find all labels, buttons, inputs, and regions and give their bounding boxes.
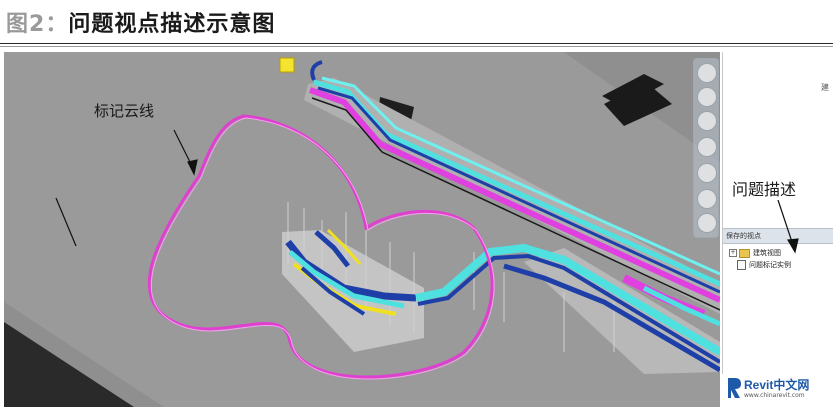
settings-icon[interactable] — [697, 213, 717, 233]
zoom-icon[interactable] — [697, 111, 717, 131]
ground-plate — [4, 52, 720, 407]
figure-title: 图2：问题视点描述示意图 — [6, 6, 275, 38]
lower-dark-slab — [4, 322, 134, 407]
steering-wheel-icon[interactable] — [697, 63, 717, 83]
walk-icon[interactable] — [697, 189, 717, 209]
revit-logo: Revit中文网 www.chinarevit.com — [722, 374, 833, 407]
look-icon[interactable] — [697, 163, 717, 183]
blue-elbow — [310, 60, 323, 81]
expand-icon[interactable]: + — [729, 249, 737, 257]
saved-views-header-bar: 保存的视点 — [723, 228, 833, 244]
folder-icon — [739, 248, 750, 258]
panel-header-fragment: 建 — [821, 83, 829, 92]
mid-pipe-connector — [415, 243, 720, 373]
orbit-icon[interactable] — [697, 137, 717, 157]
logo-name: Revit中文网 — [744, 378, 810, 392]
pan-hand-icon[interactable] — [697, 87, 717, 107]
tree-item-label: 建筑视图 — [753, 249, 781, 257]
tree-item-issue-markup[interactable]: 问题标记实例 — [729, 260, 791, 270]
saved-views-header: 保存的视点 — [726, 232, 761, 240]
navigation-bar — [693, 58, 719, 238]
figure-label: 图2 — [6, 12, 46, 37]
upper-pipe-rack — [304, 76, 720, 314]
figure-title-text: 问题视点描述示意图 — [68, 12, 276, 37]
yellow-fitting — [279, 57, 295, 73]
tree-item-label: 问题标记实例 — [749, 261, 791, 269]
header-rule-thin — [0, 46, 833, 47]
cloud-annotation-arrow — [173, 129, 198, 176]
header-rule — [0, 43, 833, 44]
model-scene — [4, 52, 720, 407]
revit-r-icon — [728, 378, 741, 398]
saved-viewpoints-panel: 建 保存的视点 + 建筑视图 问题标记实例 — [722, 52, 833, 407]
description-annotation-label: 问题描述 — [730, 176, 799, 200]
figure-header: 图2：问题视点描述示意图 — [0, 0, 833, 47]
document-icon — [737, 260, 746, 270]
3d-viewport[interactable] — [4, 52, 720, 407]
tree-item-building-view[interactable]: + 建筑视图 — [729, 248, 781, 258]
description-annotation-arrow — [55, 197, 77, 247]
lower-pipe-assembly — [285, 228, 417, 316]
figure-separator: ： — [45, 12, 69, 37]
roof-opening-2 — [604, 82, 672, 126]
cloud-annotation-label: 标记云线 — [94, 102, 155, 120]
logo-url: www.chinarevit.com — [744, 392, 805, 399]
markup-cloud — [147, 114, 494, 379]
